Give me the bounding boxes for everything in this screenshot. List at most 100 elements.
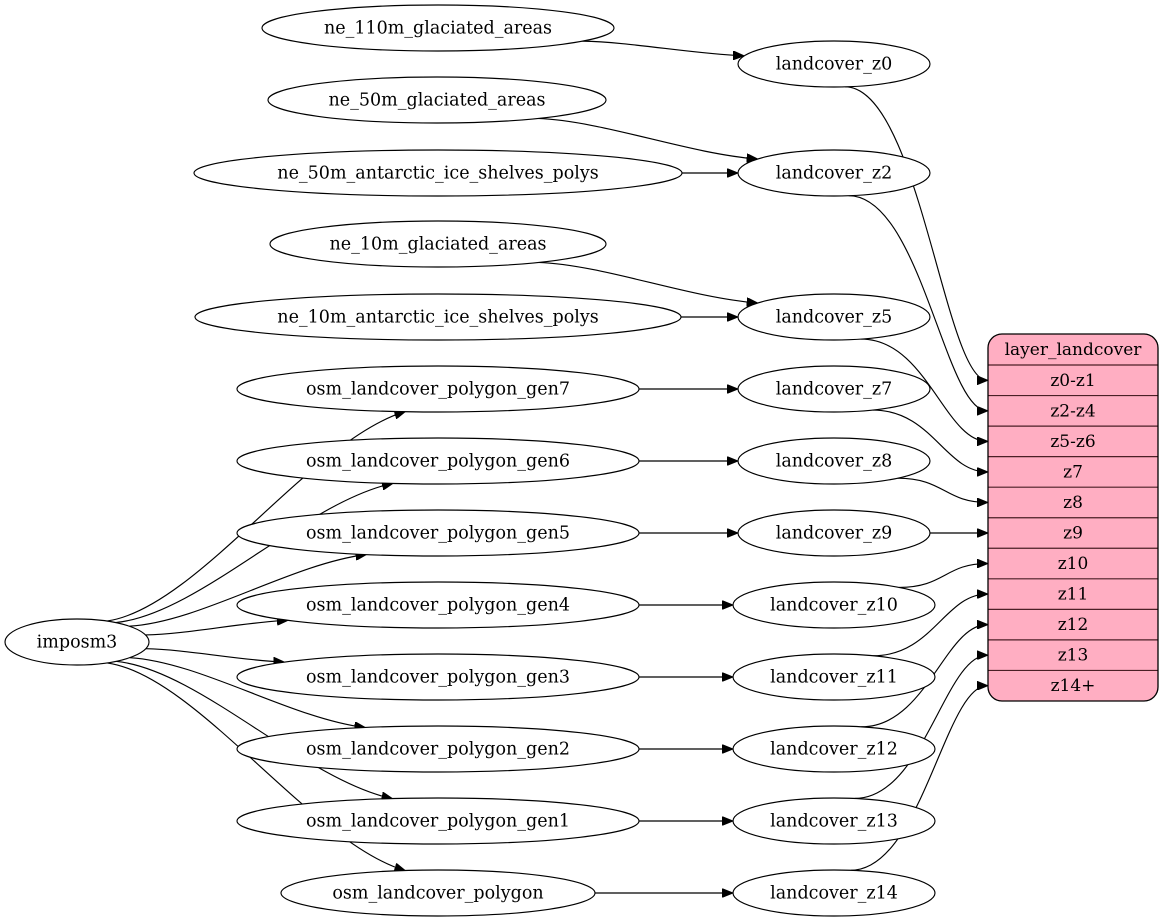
table-row-z5_z6[interactable]: z5-z6 bbox=[1050, 432, 1095, 452]
node-ne_50m_antarctic_ice_shelves_polys[interactable]: ne_50m_antarctic_ice_shelves_polys bbox=[193, 149, 683, 197]
table-row-z0_z1[interactable]: z0-z1 bbox=[1050, 371, 1095, 391]
node-ellipse bbox=[732, 581, 936, 629]
edge-landcover_z11-to-layer_landcover-z11[interactable] bbox=[873, 594, 987, 657]
table-row-label: z11 bbox=[1058, 585, 1089, 605]
node-label: ne_110m_glaciated_areas bbox=[324, 19, 552, 39]
node-ellipse bbox=[236, 725, 640, 773]
edge-landcover_z10-to-layer_landcover-z10[interactable] bbox=[898, 564, 987, 588]
node-layer: imposm3 ne_110m_glaciated_areas ne_50m_gla… bbox=[4, 4, 936, 917]
table-row-z12[interactable]: z12 bbox=[1058, 615, 1089, 635]
node-osm_landcover_polygon_gen7[interactable]: osm_landcover_polygon_gen7 bbox=[236, 365, 640, 413]
table-row-z10[interactable]: z10 bbox=[1058, 554, 1089, 574]
node-landcover_z12[interactable]: landcover_z12 bbox=[732, 725, 936, 773]
edge-ne_50m_glaciated_areas-to-landcover_z2[interactable] bbox=[537, 117, 757, 159]
node-osm_landcover_polygon_gen4[interactable]: osm_landcover_polygon_gen4 bbox=[236, 581, 640, 629]
node-landcover_z7[interactable]: landcover_z7 bbox=[737, 365, 931, 413]
node-ellipse bbox=[236, 581, 640, 629]
node-label: ne_50m_antarctic_ice_shelves_polys bbox=[277, 164, 598, 184]
node-ellipse bbox=[236, 437, 640, 485]
table-row-z11[interactable]: z11 bbox=[1058, 585, 1089, 605]
node-landcover_z8[interactable]: landcover_z8 bbox=[737, 437, 931, 485]
node-ellipse bbox=[269, 220, 607, 268]
edge-imposm3-to-osm_landcover_polygon_gen4[interactable] bbox=[145, 620, 288, 636]
edge-landcover_z0-to-layer_landcover-z0_z1[interactable] bbox=[845, 86, 987, 380]
node-landcover_z14[interactable]: landcover_z14 bbox=[732, 869, 936, 917]
edge-landcover_z5-to-layer_landcover-z5_z6[interactable] bbox=[861, 338, 987, 441]
edge-imposm3-to-osm_landcover_polygon_gen6[interactable] bbox=[115, 483, 393, 624]
node-label: landcover_z9 bbox=[776, 524, 893, 544]
edge-imposm3-to-osm_landcover_polygon_gen5[interactable] bbox=[129, 555, 365, 627]
table-row-label: z5-z6 bbox=[1050, 432, 1095, 452]
node-label: osm_landcover_polygon_gen7 bbox=[306, 380, 570, 400]
table-row-z13[interactable]: z13 bbox=[1058, 646, 1089, 666]
table-row-label: z9 bbox=[1063, 524, 1083, 544]
table-row-z2_z4[interactable]: z2-z4 bbox=[1050, 401, 1095, 421]
node-osm_landcover_polygon_gen6[interactable]: osm_landcover_polygon_gen6 bbox=[236, 437, 640, 485]
node-landcover_z9[interactable]: landcover_z9 bbox=[737, 509, 931, 557]
node-label: ne_50m_glaciated_areas bbox=[329, 91, 546, 111]
node-landcover_z13[interactable]: landcover_z13 bbox=[732, 797, 936, 845]
table-row-label: z0-z1 bbox=[1050, 371, 1095, 391]
layer-landcover-table[interactable]: layer_landcover z0-z1 z2-z4 z5-z6 z7 z8 z9 z10 z… bbox=[987, 333, 1159, 702]
node-ellipse bbox=[732, 797, 936, 845]
node-label: osm_landcover_polygon_gen4 bbox=[306, 596, 570, 616]
edge-landcover_z14-to-layer_landcover-z14[interactable] bbox=[850, 686, 987, 871]
node-osm_landcover_polygon_gen2[interactable]: osm_landcover_polygon_gen2 bbox=[236, 725, 640, 773]
edge-imposm3-to-osm_landcover_polygon_gen2[interactable] bbox=[129, 657, 365, 728]
node-label: landcover_z8 bbox=[776, 452, 893, 472]
node-ellipse bbox=[4, 618, 150, 666]
node-ellipse bbox=[737, 437, 931, 485]
table-row-label: z8 bbox=[1063, 493, 1083, 513]
node-landcover_z5[interactable]: landcover_z5 bbox=[737, 293, 931, 341]
node-landcover_z11[interactable]: landcover_z11 bbox=[732, 653, 936, 701]
node-ellipse bbox=[280, 869, 596, 917]
node-ellipse bbox=[236, 797, 640, 845]
table-row-label: z13 bbox=[1058, 646, 1089, 666]
table-header-label: layer_landcover bbox=[1005, 340, 1143, 360]
node-ellipse bbox=[732, 869, 936, 917]
edge-landcover_z2-to-layer_landcover-z2_z4[interactable] bbox=[848, 195, 987, 411]
node-ellipse bbox=[236, 365, 640, 413]
table-body bbox=[988, 334, 1158, 701]
node-ellipse bbox=[193, 149, 683, 197]
node-ellipse bbox=[261, 4, 615, 52]
node-osm_landcover_polygon[interactable]: osm_landcover_polygon bbox=[280, 869, 596, 917]
table-row-z8[interactable]: z8 bbox=[1063, 493, 1083, 513]
table-row-z9[interactable]: z9 bbox=[1063, 524, 1083, 544]
node-ne_10m_antarctic_ice_shelves_polys[interactable]: ne_10m_antarctic_ice_shelves_polys bbox=[194, 293, 682, 341]
edge-ne_110m_glaciated_areas-to-landcover_z0[interactable] bbox=[582, 40, 743, 56]
node-landcover_z2[interactable]: landcover_z2 bbox=[737, 149, 931, 197]
edge-imposm3-to-osm_landcover_polygon_gen3[interactable] bbox=[145, 648, 284, 662]
node-ellipse bbox=[194, 293, 682, 341]
node-label: landcover_z12 bbox=[770, 740, 898, 760]
table-row-label: z10 bbox=[1058, 554, 1089, 574]
node-landcover_z10[interactable]: landcover_z10 bbox=[732, 581, 936, 629]
table-row-label: z14+ bbox=[1051, 676, 1096, 696]
node-label: landcover_z10 bbox=[770, 596, 898, 616]
node-imposm3[interactable]: imposm3 bbox=[4, 618, 150, 666]
node-osm_landcover_polygon_gen5[interactable]: osm_landcover_polygon_gen5 bbox=[236, 509, 640, 557]
node-ne_10m_glaciated_areas[interactable]: ne_10m_glaciated_areas bbox=[269, 220, 607, 268]
edge-landcover_z13-to-layer_landcover-z13[interactable] bbox=[854, 655, 987, 800]
edge-imposm3-to-osm_landcover_polygon[interactable] bbox=[106, 662, 405, 871]
node-ne_110m_glaciated_areas[interactable]: ne_110m_glaciated_areas bbox=[261, 4, 615, 52]
node-label: landcover_z13 bbox=[770, 812, 898, 832]
edge-ne_10m_glaciated_areas-to-landcover_z5[interactable] bbox=[538, 261, 757, 303]
edge-landcover_z8-to-layer_landcover-z8[interactable] bbox=[897, 477, 987, 502]
node-label: landcover_z14 bbox=[770, 884, 898, 904]
node-label: osm_landcover_polygon_gen5 bbox=[306, 524, 570, 544]
edge-imposm3-to-osm_landcover_polygon_gen7[interactable] bbox=[106, 412, 405, 622]
node-ellipse bbox=[737, 509, 931, 557]
node-landcover_z0[interactable]: landcover_z0 bbox=[737, 40, 931, 88]
node-ellipse bbox=[737, 149, 931, 197]
table-row-z14[interactable]: z14+ bbox=[1051, 676, 1096, 696]
node-ne_50m_glaciated_areas[interactable]: ne_50m_glaciated_areas bbox=[267, 76, 607, 124]
edge-landcover_z7-to-layer_landcover-z7[interactable] bbox=[872, 409, 987, 472]
node-osm_landcover_polygon_gen1[interactable]: osm_landcover_polygon_gen1 bbox=[236, 797, 640, 845]
edge-imposm3-to-osm_landcover_polygon_gen1[interactable] bbox=[115, 660, 392, 798]
table-outline bbox=[987, 333, 1159, 702]
node-osm_landcover_polygon_gen3[interactable]: osm_landcover_polygon_gen3 bbox=[236, 653, 640, 701]
table-row-z7[interactable]: z7 bbox=[1063, 462, 1083, 482]
node-label: osm_landcover_polygon_gen6 bbox=[306, 452, 570, 472]
